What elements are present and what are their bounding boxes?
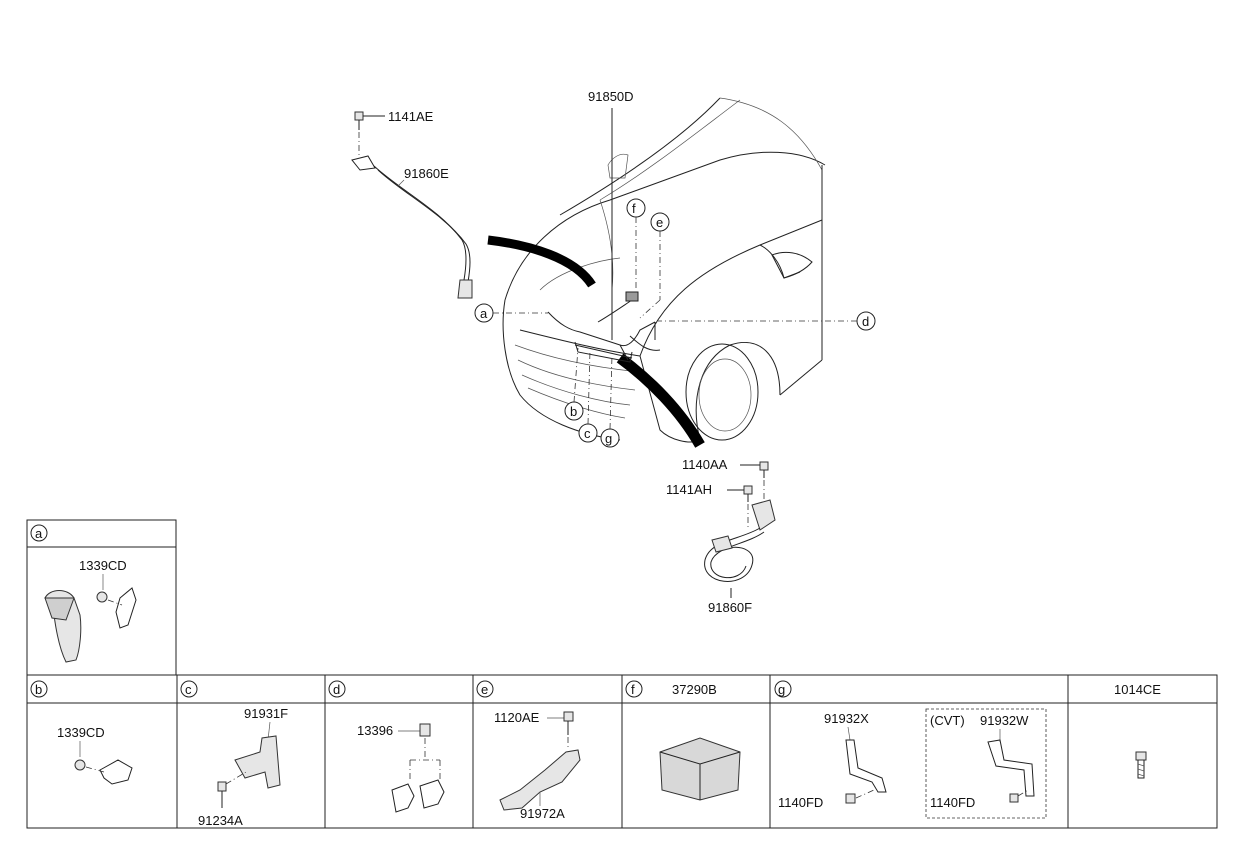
header-f: f (625, 680, 643, 698)
header-d: d (328, 680, 346, 698)
header-f-part: 37290B (672, 682, 717, 697)
label-bolt-aa: 1140AA (682, 457, 728, 472)
svg-text:g: g (605, 431, 612, 446)
svg-text:f: f (631, 682, 635, 697)
callout-e: e (639, 212, 670, 319)
svg-text:c: c (584, 426, 591, 441)
svg-text:d: d (333, 682, 340, 697)
panel-a: a 1339CD (26, 519, 177, 676)
panel-d: 13396 (357, 723, 445, 813)
header-last-part: 1014CE (1114, 682, 1161, 697)
panel-1014ce (1135, 751, 1147, 779)
callout-d: d (658, 311, 876, 331)
svg-text:1140FD: 1140FD (930, 795, 975, 810)
svg-text:91931F: 91931F (244, 706, 288, 721)
svg-text:e: e (481, 682, 488, 697)
bottom-parts-table (26, 674, 1218, 829)
svg-text:a: a (480, 306, 488, 321)
cvt-label: (CVT) (930, 713, 965, 728)
callout-c: c (578, 349, 598, 443)
panel-c: 91931F 91234A (198, 706, 288, 828)
panel-e: 1120AE 91972A (494, 710, 581, 821)
header-e: e (476, 680, 494, 698)
svg-text:b: b (570, 404, 577, 419)
svg-text:c: c (185, 682, 192, 697)
svg-text:91972A: 91972A (520, 806, 565, 821)
main-wiring-harness (547, 291, 661, 363)
header-b: b (30, 680, 48, 698)
panel-b: 1339CD (57, 725, 133, 785)
svg-text:f: f (632, 201, 636, 216)
svg-text:1140FD: 1140FD (778, 795, 823, 810)
svg-text:91932X: 91932X (824, 711, 869, 726)
upper-battery-cable (351, 111, 473, 299)
lower-battery-cable (704, 461, 776, 598)
panel-f (659, 737, 741, 801)
svg-text:g: g (778, 682, 785, 697)
label-bolt-top: 1141AE (388, 109, 434, 124)
panel-g: 91932X 1140FD (CVT) 91932W 1140FD (778, 708, 1047, 819)
svg-text:13396: 13396 (357, 723, 393, 738)
svg-text:b: b (35, 682, 42, 697)
label-cable-lower: 91860F (708, 600, 752, 615)
svg-text:d: d (862, 314, 869, 329)
header-c: c (180, 680, 198, 698)
svg-text:1339CD: 1339CD (57, 725, 105, 740)
panel-a-letter: a (35, 526, 43, 541)
label-harness-main: 91850D (588, 89, 634, 104)
callout-g: g (600, 354, 620, 448)
callout-b: b (564, 347, 584, 421)
svg-text:e: e (656, 215, 663, 230)
panel-a-part: 1339CD (79, 558, 127, 573)
svg-text:91234A: 91234A (198, 813, 243, 828)
car-illustration (487, 97, 826, 448)
header-g: g (774, 680, 792, 698)
callout-a: a (474, 303, 548, 323)
svg-text:91932W: 91932W (980, 713, 1029, 728)
label-cable-upper: 91860E (404, 166, 449, 181)
svg-text:1120AE: 1120AE (494, 710, 540, 725)
label-bolt-ah: 1141AH (666, 482, 712, 497)
callout-f: f (626, 198, 646, 290)
